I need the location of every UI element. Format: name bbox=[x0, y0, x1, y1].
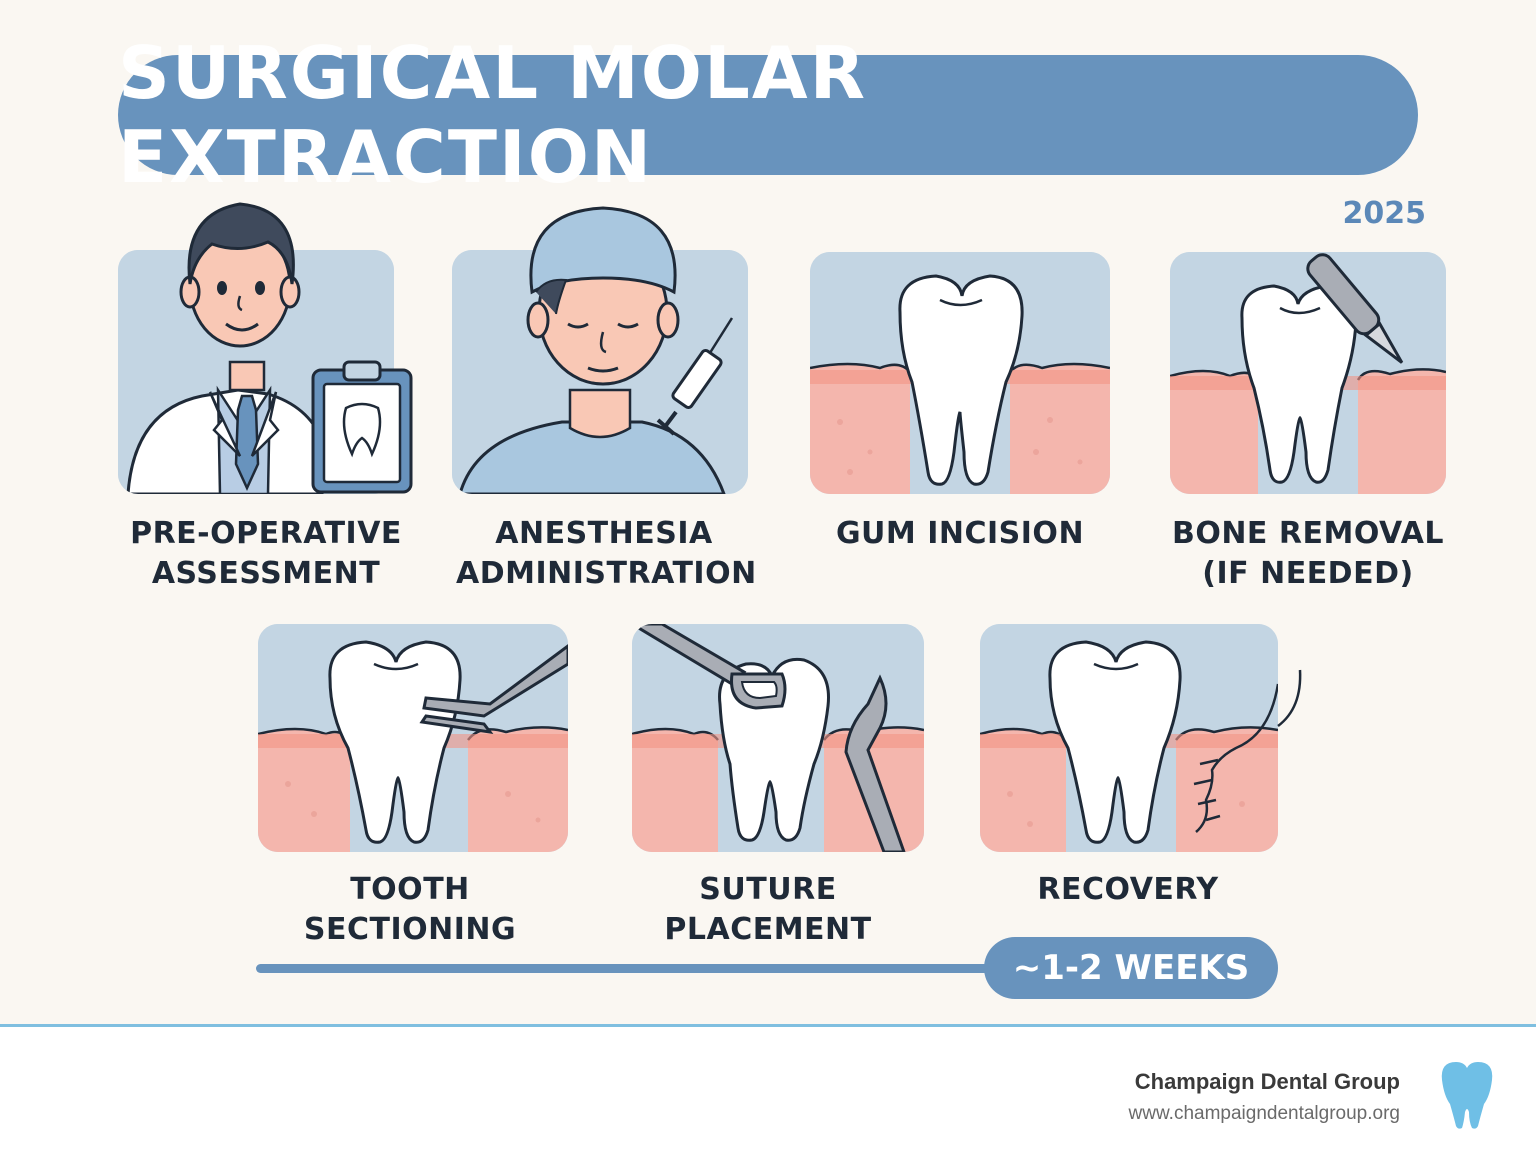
suture-thread-icon bbox=[1277, 669, 1302, 727]
step-label-anesthesia: ANESTHESIA ADMINISTRATION bbox=[456, 516, 757, 591]
timeline-bar bbox=[256, 964, 1016, 973]
step-label-pre-operative: PRE-OPERATIVE ASSESSMENT bbox=[130, 516, 402, 591]
tooth-sectioning-illustration bbox=[258, 624, 568, 852]
footer-website-link[interactable]: www.champaigndentalgroup.org bbox=[1128, 1103, 1400, 1124]
step-label-bone-removal: BONE REMOVAL (IF NEEDED) bbox=[1171, 516, 1445, 591]
suture-placement-illustration bbox=[632, 624, 924, 852]
patient-with-syringe-icon bbox=[452, 250, 748, 494]
recovery-illustration bbox=[980, 624, 1278, 852]
duration-badge: ~1-2 WEEKS bbox=[984, 937, 1278, 999]
page-title: SURGICAL MOLAR EXTRACTION bbox=[118, 31, 868, 199]
step-label-tooth-sectioning: TOOTH SECTIONING bbox=[303, 872, 517, 947]
title-banner: SURGICAL MOLAR EXTRACTION bbox=[118, 31, 1418, 199]
molar-with-scalpel-icon bbox=[1170, 252, 1446, 494]
year-label: 2025 bbox=[1342, 196, 1427, 231]
step-label-recovery: RECOVERY bbox=[1037, 872, 1219, 907]
molar-with-forceps-icon bbox=[258, 624, 568, 852]
bone-removal-illustration bbox=[1170, 252, 1446, 494]
molar-with-sutures-icon bbox=[980, 624, 1278, 852]
duration-text: ~1-2 WEEKS bbox=[1012, 948, 1250, 988]
footer: Champaign Dental Group www.champaigndent… bbox=[0, 1024, 1536, 1154]
step-label-suture-placement: SUTURE PLACEMENT bbox=[664, 872, 872, 947]
patient-illustration bbox=[452, 250, 748, 494]
footer-practice-name: Champaign Dental Group bbox=[1134, 1069, 1400, 1094]
step-label-gum-incision: GUM INCISION bbox=[835, 516, 1085, 551]
molar-with-elevators-icon bbox=[632, 624, 924, 852]
gum-incision-illustration bbox=[810, 252, 1110, 494]
dentist-with-clipboard-icon bbox=[118, 250, 394, 494]
molar-in-gum-icon bbox=[810, 252, 1110, 494]
dentist-illustration bbox=[118, 250, 394, 494]
tooth-logo-icon bbox=[1441, 1062, 1493, 1129]
